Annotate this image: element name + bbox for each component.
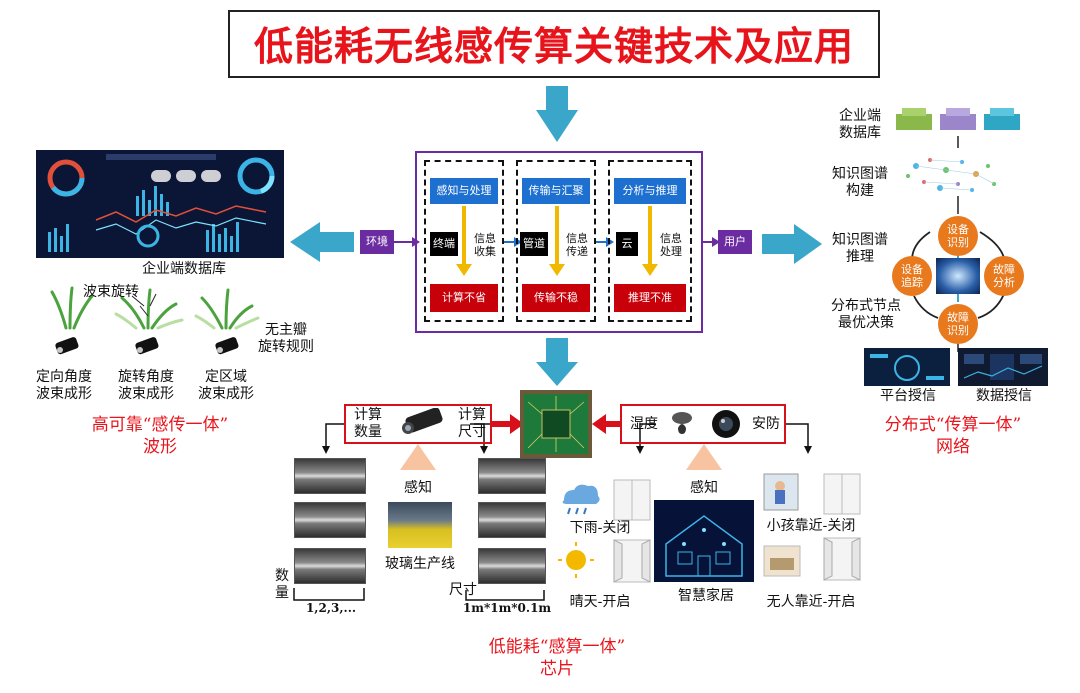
column-header-transmission: 传输与汇聚 [522, 178, 590, 204]
cycle-fault-recognition: 故障 识别 [938, 304, 978, 344]
right-caption: 分布式“传算一体” 网络 [884, 415, 1022, 457]
left-caption: 高可靠“感传一体” 波形 [91, 415, 229, 457]
weather-window-illustrations [558, 479, 651, 583]
perception-left-label: 感知 [404, 480, 432, 496]
step-distributed-decision: 分布式节点 最优决策 [831, 298, 901, 331]
size-values: 1m*1m*0.1m [462, 601, 552, 615]
calc-count-label: 计算 数量 [354, 407, 382, 440]
sunny-open-label: 晴天-开启 [569, 594, 631, 610]
user-tag: 用户 [718, 230, 752, 254]
data-credit-caption: 数据授信 [976, 388, 1032, 404]
step-kg-reasoning: 知识图谱 推理 [832, 232, 888, 265]
chip-image [520, 390, 592, 458]
beam-item-directional: 定向角度 波束成形 [36, 369, 92, 402]
nobody-open-label: 无人靠近-开启 [766, 594, 856, 610]
left-arrow [290, 222, 354, 262]
ai-brain-image [936, 258, 980, 294]
perception-right-label: 感知 [690, 480, 718, 496]
column-analysis [608, 160, 692, 322]
node-cloud: 云 [616, 232, 638, 256]
cycle-fault-analysis: 故障 分析 [984, 256, 1024, 296]
title-box: 低能耗无线感传算关键技术及应用 [228, 10, 880, 78]
page-title: 低能耗无线感传算关键技术及应用 [253, 25, 854, 70]
down-arrow-bottom [536, 338, 578, 386]
bottom-caption: 低能耗“感算一体” 芯片 [488, 637, 626, 679]
knowledge-graph-cloud [906, 158, 996, 192]
child-window-illustrations [763, 473, 861, 581]
beam-plants-illustration [50, 286, 260, 355]
node-terminal: 终端 [430, 232, 458, 256]
sensor-icons [672, 410, 740, 438]
industrial-sensing-frame [344, 404, 492, 444]
cycle-device-recognition: 设备 识别 [938, 216, 978, 256]
humidity-label: 湿度 [630, 416, 658, 432]
column-sensing [424, 160, 504, 322]
database-stacks-icon [896, 108, 1020, 130]
count-thumb-2 [294, 502, 366, 538]
size-label: 尺寸 [449, 582, 477, 598]
glass-line-label: 玻璃生产线 [385, 556, 455, 572]
down-arrow-top [536, 86, 578, 142]
step-enterprise-db: 企业端 数据库 [839, 108, 881, 141]
size-thumb-3 [478, 548, 546, 584]
column-header-analysis: 分析与推理 [614, 178, 686, 204]
security-label: 安防 [752, 416, 780, 432]
problem-compute: 计算不省 [430, 284, 498, 312]
problem-transmit: 传输不稳 [522, 284, 590, 312]
problem-reason: 推理不准 [614, 284, 686, 312]
size-thumb-1 [478, 458, 546, 494]
home-sensing-frame [620, 404, 786, 444]
smart-home-image [654, 500, 754, 582]
no-main-lobe-label: 无主瓣 旋转规则 [258, 322, 314, 355]
column-transmission [516, 160, 596, 322]
enterprise-dashboard-image [36, 150, 284, 258]
env-tag: 环境 [360, 230, 394, 254]
glass-line-image [388, 502, 452, 548]
count-thumb-1 [294, 458, 366, 494]
column-header-sensing: 感知与处理 [430, 178, 498, 204]
count-label: 数 量 [275, 568, 289, 601]
rain-close-label: 下雨-关闭 [569, 520, 631, 536]
flow-label-process: 信息 处理 [660, 232, 682, 258]
count-thumb-3 [294, 548, 366, 584]
child-close-label: 小孩靠近-关闭 [766, 518, 856, 534]
beam-item-region: 定区域 波束成形 [198, 369, 254, 402]
dashboard-caption: 企业端数据库 [142, 261, 226, 277]
flow-label-transfer: 信息 传递 [566, 232, 588, 258]
smart-home-label: 智慧家居 [678, 588, 734, 604]
beam-item-rotating: 旋转角度 波束成形 [118, 369, 174, 402]
cycle-device-tracking: 设备 追踪 [892, 256, 932, 296]
camera-icon [402, 408, 443, 434]
perception-glow-right [686, 444, 722, 470]
perception-glow-left [400, 444, 436, 470]
step-kg-build: 知识图谱 构建 [832, 166, 888, 199]
data-credit-image [958, 348, 1048, 386]
platform-credit-image [864, 348, 950, 386]
flow-label-collect: 信息 收集 [474, 232, 496, 258]
count-values: 1,2,3,... [305, 601, 357, 615]
size-thumb-2 [478, 502, 546, 538]
beam-rotate-label: 波束旋转 [83, 284, 139, 300]
calc-size-label: 计算 尺寸 [458, 407, 486, 440]
node-pipe: 管道 [520, 232, 548, 256]
platform-credit-caption: 平台授信 [880, 388, 936, 404]
right-arrow [762, 224, 822, 264]
